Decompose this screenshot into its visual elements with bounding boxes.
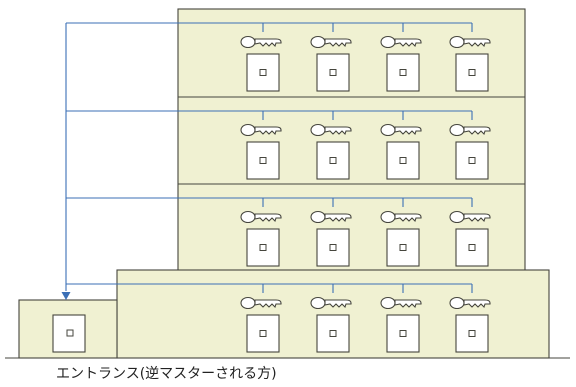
door-knob: [399, 244, 407, 251]
key-icon: [449, 296, 491, 310]
door-icon: [316, 228, 350, 267]
door-icon: [52, 314, 86, 353]
unit: [449, 35, 491, 92]
key-icon: [240, 296, 282, 310]
unit: [240, 123, 282, 180]
door-icon: [316, 53, 350, 92]
door-knob: [468, 244, 476, 251]
door-icon: [386, 53, 420, 92]
unit: [449, 123, 491, 180]
door-knob: [329, 157, 337, 164]
door-icon: [455, 314, 489, 353]
unit: [310, 123, 352, 180]
key-icon: [310, 296, 352, 310]
key-icon: [380, 35, 422, 49]
unit-grid: [240, 35, 491, 353]
door-icon: [386, 141, 420, 180]
key-icon: [380, 123, 422, 137]
entrance-door: [52, 314, 86, 353]
key-icon: [380, 210, 422, 224]
door-knob: [468, 330, 476, 337]
door-knob: [399, 157, 407, 164]
key-icon: [449, 123, 491, 137]
door-icon: [316, 141, 350, 180]
unit: [380, 296, 422, 353]
key-icon: [380, 296, 422, 310]
unit: [310, 35, 352, 92]
door-knob: [468, 157, 476, 164]
key-icon: [449, 35, 491, 49]
door-knob: [259, 69, 267, 76]
door-knob: [329, 244, 337, 251]
door-knob: [468, 69, 476, 76]
door-icon: [386, 314, 420, 353]
unit: [380, 210, 422, 267]
master-key-lines: [61, 22, 473, 300]
door-icon: [246, 141, 280, 180]
key-icon: [310, 210, 352, 224]
unit: [310, 210, 352, 267]
key-icon: [240, 123, 282, 137]
unit: [240, 296, 282, 353]
key-icon: [240, 210, 282, 224]
key-icon: [240, 35, 282, 49]
door-knob: [259, 330, 267, 337]
door-knob: [399, 330, 407, 337]
door-icon: [455, 141, 489, 180]
unit: [449, 210, 491, 267]
entrance-caption: エントランス(逆マスターされる方): [56, 366, 277, 382]
door-icon: [386, 228, 420, 267]
arrow-down-icon: [61, 292, 71, 300]
key-icon: [310, 35, 352, 49]
upper-building: [177, 8, 526, 272]
unit: [310, 296, 352, 353]
door-icon: [246, 53, 280, 92]
key-icon: [310, 123, 352, 137]
unit: [240, 210, 282, 267]
door-knob: [259, 244, 267, 251]
door-icon: [455, 228, 489, 267]
unit: [449, 296, 491, 353]
unit: [380, 35, 422, 92]
door-icon: [316, 314, 350, 353]
door-knob: [329, 69, 337, 76]
unit: [240, 35, 282, 92]
door-knob: [399, 69, 407, 76]
door-knob: [66, 329, 74, 337]
door-knob: [329, 330, 337, 337]
door-icon: [246, 314, 280, 353]
unit: [380, 123, 422, 180]
door-icon: [455, 53, 489, 92]
door-icon: [246, 228, 280, 267]
key-icon: [449, 210, 491, 224]
door-knob: [259, 157, 267, 164]
